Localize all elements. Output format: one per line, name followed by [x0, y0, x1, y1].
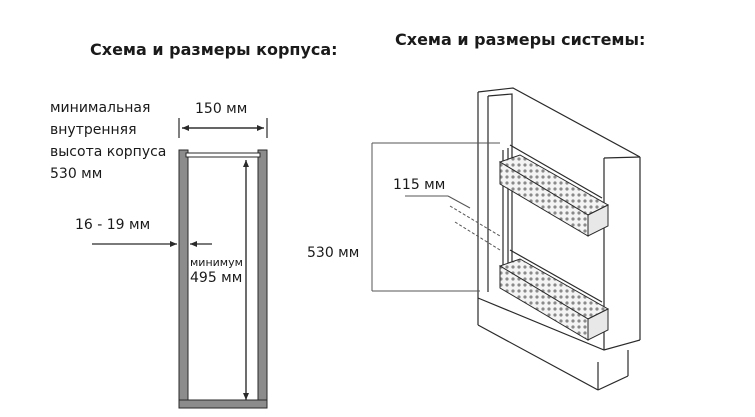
system-height-label: 530 мм	[307, 245, 360, 261]
min-height-label-2: внутренняя	[50, 122, 137, 138]
wall-thickness-label: 16 - 19 мм	[75, 217, 151, 233]
min-height-label-4: 530 мм	[50, 166, 103, 182]
cabinet-section	[178, 149, 268, 409]
minimum-label: минимум	[190, 256, 243, 269]
cabinet-bottom	[178, 399, 268, 409]
width-dimension	[178, 118, 268, 138]
system-cabinet	[477, 87, 641, 391]
offset-dimension	[405, 195, 501, 251]
min-height-label-3: высота корпуса	[50, 144, 167, 160]
lower-basket	[498, 258, 610, 341]
upper-basket	[498, 154, 610, 237]
inner-height-label: 495 мм	[190, 270, 243, 286]
system-scheme-title: Схема и размеры системы:	[395, 30, 646, 49]
min-height-label-1: минимальная	[50, 100, 151, 116]
cabinet-right-wall	[257, 149, 268, 401]
width-dimension-label: 150 мм	[195, 101, 248, 117]
offset-label: 115 мм	[393, 177, 446, 193]
system-height-dimension	[371, 142, 500, 292]
cabinet-top-rail	[185, 152, 261, 158]
cabinet-left-wall	[178, 149, 189, 401]
cabinet-scheme-title: Схема и размеры корпуса:	[90, 40, 338, 59]
